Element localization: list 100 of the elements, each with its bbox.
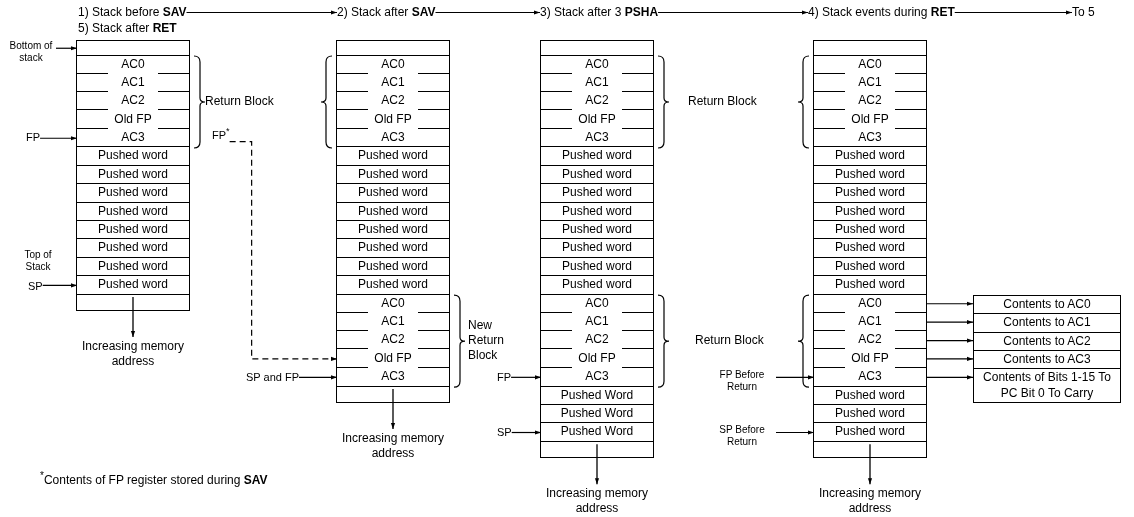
- arrow: [298, 375, 338, 380]
- stack-slot: Pushed Word: [541, 404, 653, 424]
- pointer-label: FP: [497, 371, 512, 384]
- stack-slot: Pushed word: [814, 276, 926, 295]
- stack-slot: Pushed word: [77, 147, 189, 166]
- pointer-label: FP: [26, 131, 41, 144]
- stack-slot: AC3: [814, 368, 926, 387]
- arrow: [511, 430, 542, 435]
- stack-slot: Pushed word: [814, 165, 926, 185]
- stack-slot: AC3: [337, 129, 449, 148]
- stack-slot: AC2: [337, 92, 449, 111]
- stack-slot: AC2: [814, 331, 926, 350]
- stack-slot: Pushed word: [814, 404, 926, 424]
- stack-slot: Pushed word: [77, 165, 189, 185]
- stack-slot: Pushed word: [337, 165, 449, 185]
- direction-label: Increasing memory address: [80, 339, 185, 370]
- stack-slot: Pushed word: [77, 276, 189, 295]
- stack-slot: Pushed word: [541, 239, 653, 258]
- stack-slot: Pushed word: [814, 202, 926, 221]
- stack-slot: AC2: [337, 331, 449, 350]
- stack-slot: Pushed word: [77, 221, 189, 240]
- stack-slot: AC2: [77, 92, 189, 111]
- arrow: [510, 375, 542, 380]
- arrow: [55, 46, 78, 51]
- stack-slot: Pushed word: [541, 165, 653, 185]
- pointer-label: Bottom of stack: [6, 40, 56, 64]
- pointer-label: FP Before Return: [708, 369, 776, 393]
- stack-slot: Pushed word: [814, 423, 926, 442]
- arrow: [954, 10, 1073, 15]
- register-box: Contents to AC3: [973, 349, 1121, 370]
- stack-frame: [76, 40, 190, 312]
- pointer-label: SP and FP: [246, 371, 299, 384]
- block-label: Return Block: [695, 333, 764, 348]
- arrow: [657, 10, 809, 15]
- arrow: [775, 375, 815, 380]
- block-label: Return Block: [205, 94, 274, 109]
- stack-slot: AC3: [77, 129, 189, 148]
- stack-slot: AC3: [541, 129, 653, 148]
- stack-slot: AC3: [814, 129, 926, 148]
- stack-slot: Pushed word: [541, 202, 653, 221]
- pointer-note: Top of Stack: [23, 249, 53, 273]
- stack-slot: Pushed word: [541, 276, 653, 295]
- stack-slot: Pushed word: [77, 184, 189, 203]
- step-heading: 3) Stack after 3 PSHA: [540, 5, 659, 20]
- step-heading: 2) Stack after SAV: [337, 5, 436, 20]
- stack-slot: Pushed word: [814, 386, 926, 405]
- stack-slot: Pushed word: [77, 202, 189, 221]
- pointer-label: SP: [497, 426, 512, 439]
- stack-slot: Pushed word: [337, 184, 449, 203]
- stack-slot: AC2: [541, 331, 653, 350]
- block-label: New Return Block: [468, 318, 506, 363]
- arrow: [185, 10, 338, 15]
- stack-slot: Pushed word: [814, 239, 926, 258]
- step-heading: 5) Stack after RET: [78, 21, 177, 36]
- stack-slot: AC3: [541, 368, 653, 387]
- register-box: Contents of Bits 1-15 To PC Bit 0 To Carry: [973, 368, 1121, 403]
- stack-slot: Pushed word: [337, 239, 449, 258]
- stack-slot: Pushed word: [541, 184, 653, 203]
- stack-slot: Pushed word: [337, 221, 449, 240]
- footnote: $^{*}$Contents of FP register stored during SAV: [40, 469, 268, 488]
- direction-label: Increasing memory address: [544, 486, 649, 517]
- direction-label: Increasing memory address: [817, 486, 922, 517]
- dashed-arrow: [229, 141, 338, 362]
- stack-frame: [813, 40, 927, 459]
- stack-slot: AC2: [814, 92, 926, 111]
- stack-slot: Pushed word: [814, 257, 926, 277]
- step-heading: 4) Stack events during RET: [808, 5, 955, 20]
- stack-slot: Pushed word: [337, 257, 449, 277]
- stack-slot: AC2: [541, 92, 653, 111]
- block-label: Return Block: [688, 94, 757, 109]
- stack-slot: Pushed Word: [541, 386, 653, 405]
- stack-slot: Pushed word: [77, 239, 189, 258]
- stack-slot: Pushed word: [814, 184, 926, 203]
- direction-label: Increasing memory address: [340, 431, 445, 462]
- arrow: [775, 430, 815, 435]
- arrow: [39, 136, 78, 141]
- stack-slot: Pushed word: [814, 147, 926, 166]
- stack-slot: Pushed Word: [541, 423, 653, 442]
- stack-slot: Pushed word: [814, 221, 926, 240]
- stack-slot: Pushed word: [541, 147, 653, 166]
- arrow: [925, 356, 974, 362]
- arrow: [925, 301, 974, 306]
- step-heading: 1) Stack before SAV: [78, 5, 187, 20]
- stack-frame: [540, 40, 654, 459]
- register-box: Contents to AC0: [973, 295, 1121, 315]
- stack-slot: AC3: [337, 368, 449, 387]
- pointer-label: SP Before Return: [708, 424, 776, 448]
- arrow: [42, 283, 78, 288]
- stack-frame: [336, 40, 450, 404]
- stack-slot: Pushed word: [541, 221, 653, 240]
- pointer-label: SP: [28, 280, 43, 293]
- register-box: Contents to AC1: [973, 313, 1121, 333]
- arrow: [434, 10, 541, 15]
- arrow: [925, 375, 974, 380]
- stack-slot: Pushed word: [77, 257, 189, 277]
- pointer-label: FP$^{*}$: [212, 125, 230, 142]
- stack-slot: Pushed word: [337, 276, 449, 295]
- stack-slot: Pushed word: [337, 202, 449, 221]
- stack-slot: Pushed word: [541, 257, 653, 277]
- arrow: [925, 320, 974, 325]
